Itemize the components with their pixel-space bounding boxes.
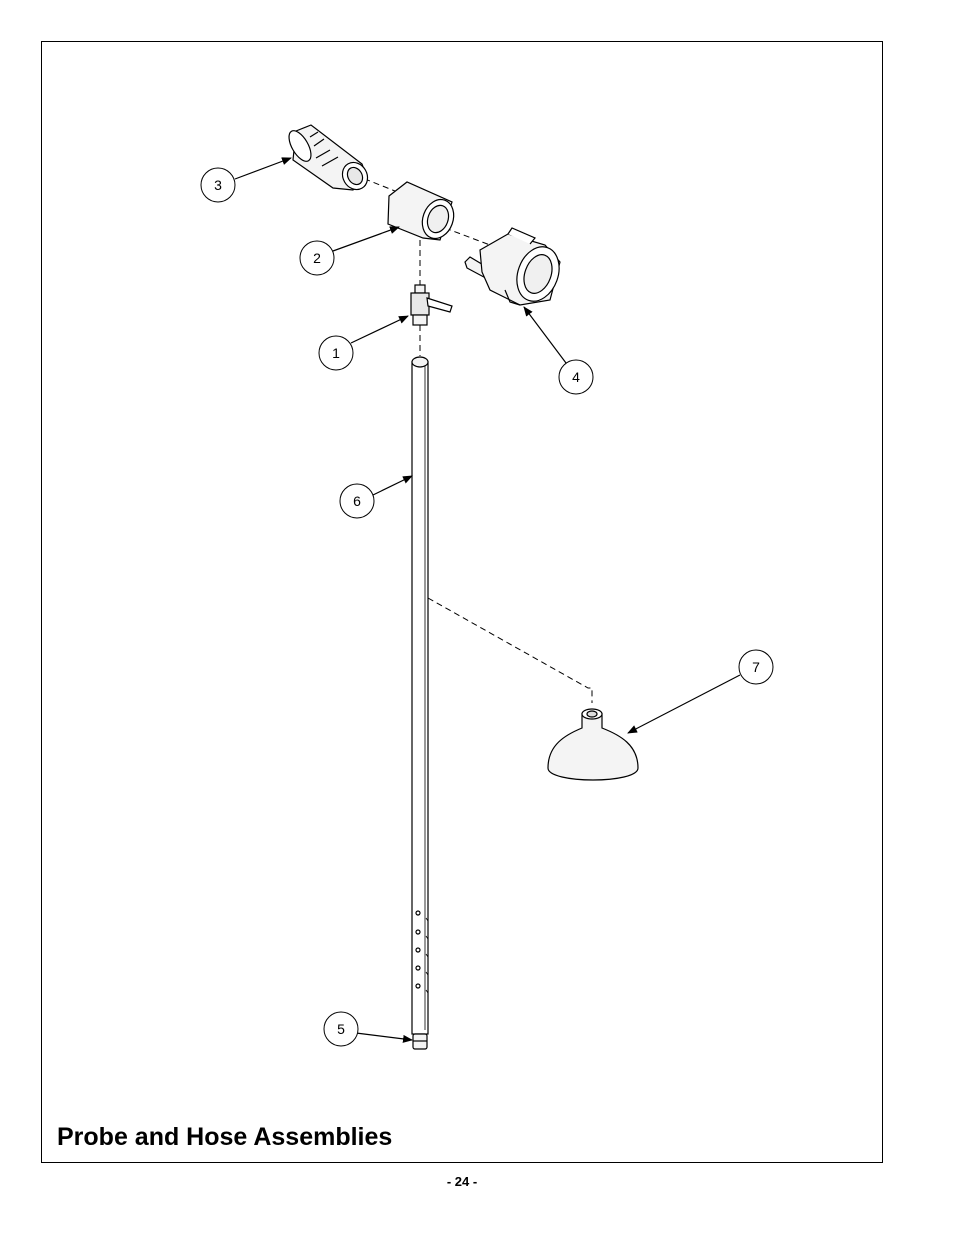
callout-3: 3 <box>201 168 235 202</box>
assembly-centerlines <box>355 175 592 703</box>
callout-label: 7 <box>752 659 760 675</box>
callout-label: 3 <box>214 177 222 193</box>
leader-5 <box>356 1033 412 1040</box>
leader-lines <box>235 158 740 1040</box>
callout-1: 1 <box>319 336 353 370</box>
callout-4: 4 <box>559 360 593 394</box>
callout-label: 1 <box>332 345 340 361</box>
callout-label: 6 <box>353 493 361 509</box>
callout-7: 7 <box>739 650 773 684</box>
cam-lock-adapter-part <box>285 125 373 194</box>
callout-label: 5 <box>337 1021 345 1037</box>
callout-label: 2 <box>313 250 321 266</box>
leader-6 <box>373 476 412 495</box>
leader-1 <box>351 316 408 343</box>
ball-valve-part <box>411 285 452 325</box>
page-number: - 24 - <box>0 1174 924 1189</box>
callout-label: 4 <box>572 369 580 385</box>
probe-tube-part <box>412 357 428 1034</box>
leader-3 <box>235 158 291 179</box>
leader-7 <box>628 675 740 733</box>
callout-2: 2 <box>300 241 334 275</box>
callout-5: 5 <box>324 1012 358 1046</box>
leader-4 <box>524 307 566 363</box>
callout-6: 6 <box>340 484 374 518</box>
coupler-sleeve-part <box>388 182 459 243</box>
page-title: Probe and Hose Assemblies <box>57 1123 392 1152</box>
probe-cone-part <box>548 709 638 780</box>
cam-lock-coupler-part <box>465 228 566 307</box>
probe-tip-part <box>413 1034 427 1049</box>
leader-2 <box>333 227 399 251</box>
